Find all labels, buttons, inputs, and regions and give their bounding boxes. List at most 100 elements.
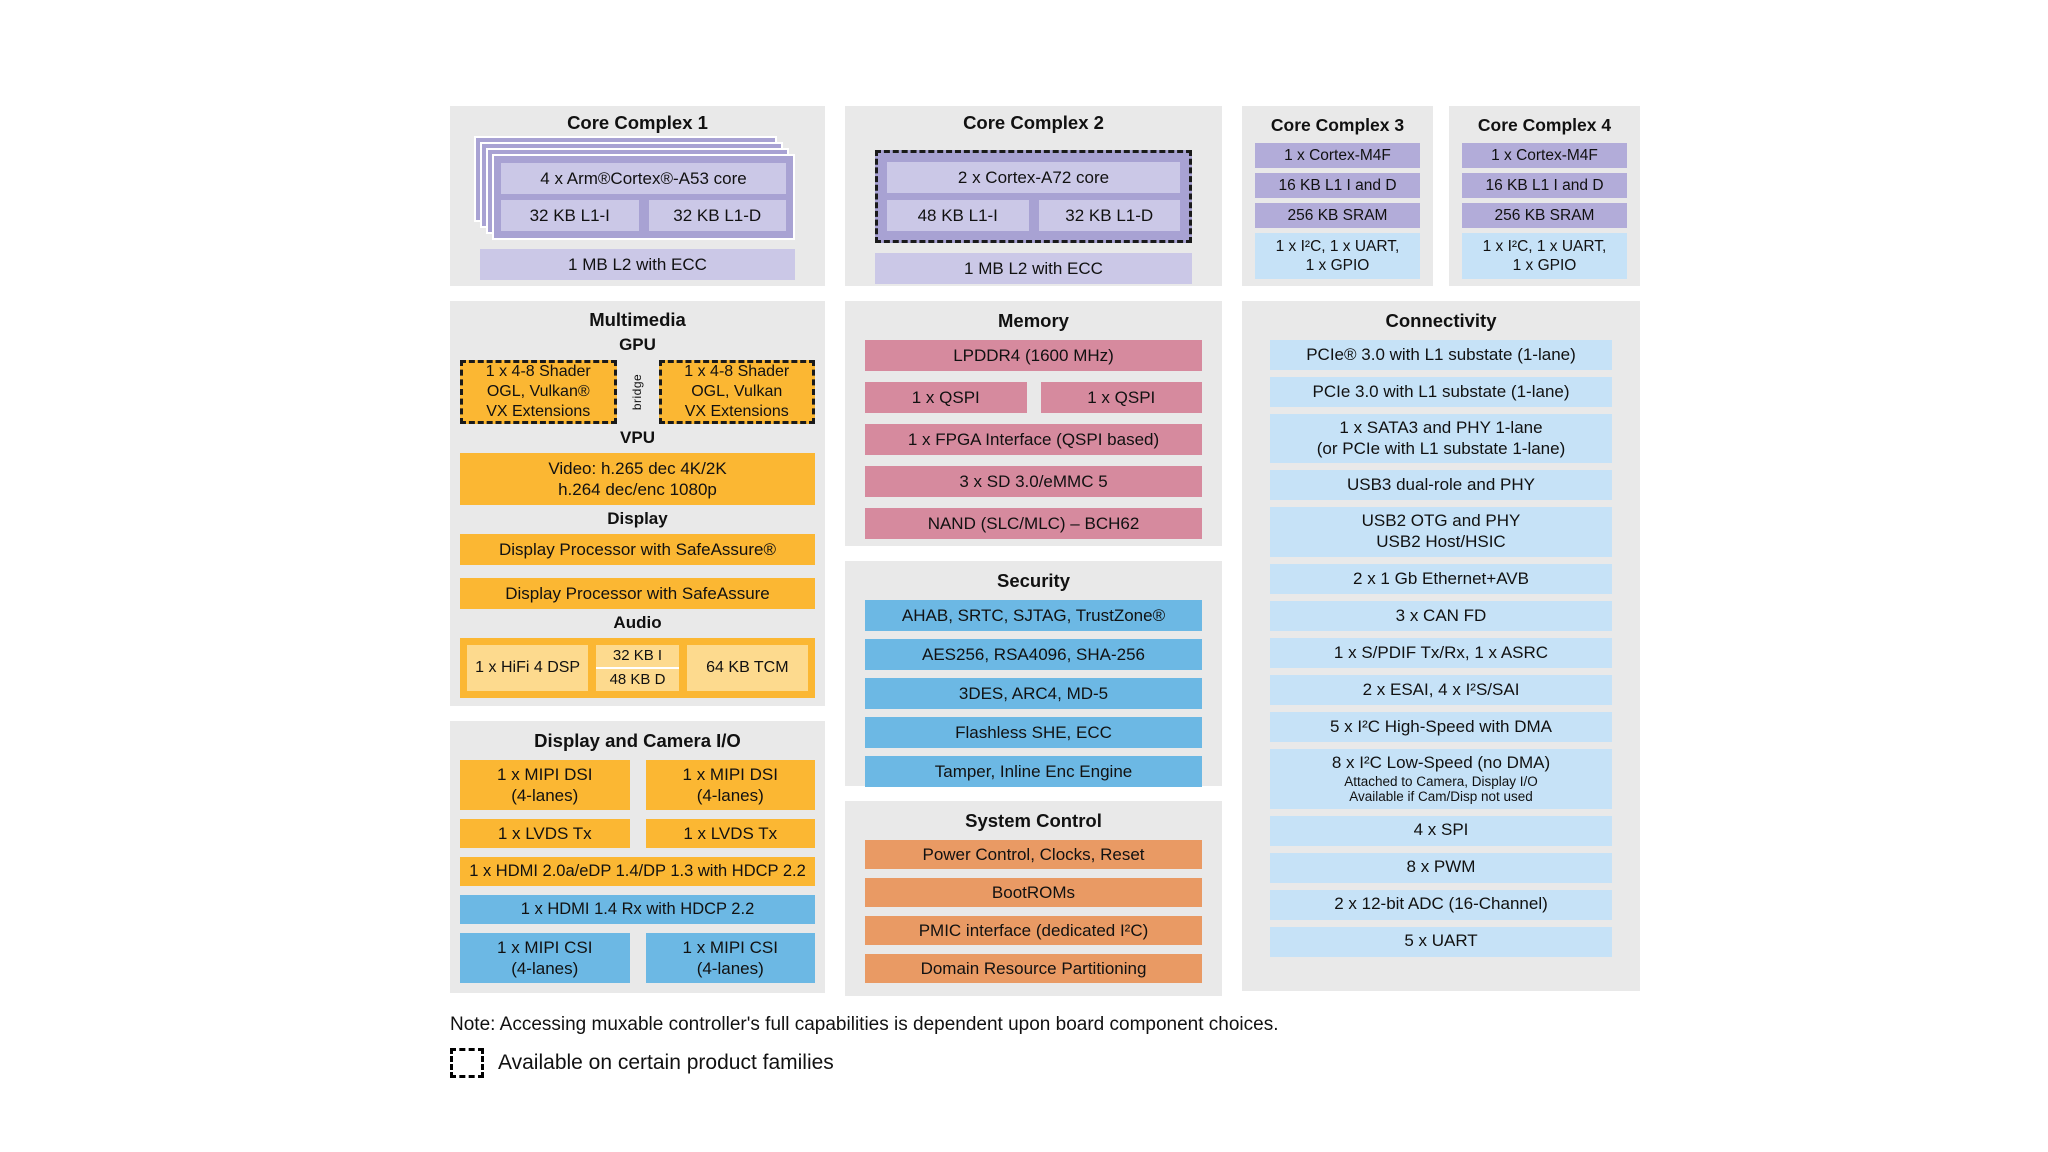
core-complex-1-l1d-block: 32 KB L1-D <box>648 200 786 231</box>
security-title: Security <box>996 570 1070 591</box>
mipi-csi-row: 1 x MIPI CSI (4-lanes) 1 x MIPI CSI (4-l… <box>460 933 815 983</box>
system-control-block-bootrom: BootROMs <box>865 878 1202 907</box>
qspi-row: 1 x QSPI 1 x QSPI <box>865 382 1202 413</box>
connectivity-block-spi: 4 x SPI <box>1270 815 1612 846</box>
system-control-block-power: Power Control, Clocks, Reset <box>865 840 1202 869</box>
column-right: Core Complex 3 1 x Cortex-M4F 16 KB L1 I… <box>1242 106 1640 991</box>
core-complex-1-l1i-block: 32 KB L1-I <box>501 200 639 231</box>
core-complex-1-core-box: 4 x Arm®Cortex®-A53 core 32 KB L1-I 32 K… <box>492 154 795 240</box>
security-block-tamper: Tamper, Inline Enc Engine <box>865 756 1202 787</box>
audio-cache-d: 48 KB D <box>596 667 679 691</box>
panel-security: Security AHAB, SRTC, SJTAG, TrustZone® A… <box>845 561 1222 787</box>
connectivity-sublabel: Attached to Camera, Display I/O Availabl… <box>1344 773 1538 805</box>
panel-core-complex-1: Core Complex 1 4 x Arm®Cortex®-A53 core … <box>450 106 825 286</box>
core-complex-3-core-block: 1 x Cortex-M4F <box>1255 143 1420 168</box>
connectivity-block-pwm: 8 x PWM <box>1270 852 1612 883</box>
connectivity-label: USB2 OTG and PHY USB2 Host/HSIC <box>1361 511 1521 552</box>
core-complex-4-core-block: 1 x Cortex-M4F <box>1462 143 1627 168</box>
audio-cache-i: 32 KB I <box>596 645 679 667</box>
connectivity-block-esai: 2 x ESAI, 4 x I²S/SAI <box>1270 674 1612 705</box>
memory-title: Memory <box>998 310 1069 331</box>
core-complex-4-sram-block: 256 KB SRAM <box>1462 203 1627 228</box>
footnote: Note: Accessing muxable controller's ful… <box>450 1014 1279 1035</box>
column-left: Core Complex 1 4 x Arm®Cortex®-A53 core … <box>450 106 825 993</box>
panel-system-control: System Control Power Control, Clocks, Re… <box>845 801 1222 996</box>
column-middle: Core Complex 2 2 x Cortex-A72 core 48 KB… <box>845 106 1222 996</box>
security-block-ahab: AHAB, SRTC, SJTAG, TrustZone® <box>865 600 1202 631</box>
core-complex-2-l2-block: 1 MB L2 with ECC <box>875 253 1192 284</box>
connectivity-label: 8 x PWM <box>1406 857 1476 877</box>
connectivity-label: 8 x I²C Low-Speed (no DMA) <box>1331 752 1551 772</box>
audio-tcm-block: 64 KB TCM <box>686 645 808 691</box>
connectivity-block-usb3: USB3 dual-role and PHY <box>1270 470 1612 501</box>
connectivity-label: PCIe 3.0 with L1 substate (1-lane) <box>1312 381 1570 401</box>
hdmi-rx-block: 1 x HDMI 1.4 Rx with HDCP 2.2 <box>460 895 815 924</box>
dashed-box-icon <box>450 1048 484 1078</box>
connectivity-block-i2c-hs: 5 x I²C High-Speed with DMA <box>1270 711 1612 742</box>
display-processor-block-1: Display Processor with SafeAssure® <box>460 534 815 565</box>
connectivity-label: 5 x UART <box>1404 931 1478 951</box>
hifi-dsp-block: 1 x HiFi 4 DSP <box>467 645 589 691</box>
core-complex-1-l2-block: 1 MB L2 with ECC <box>480 249 795 280</box>
legend-text: Available on certain product families <box>498 1051 834 1074</box>
core-complex-2-l1i-block: 48 KB L1-I <box>887 200 1029 231</box>
display-heading: Display <box>607 509 668 528</box>
connectivity-block-uart: 5 x UART <box>1270 926 1612 957</box>
mipi-dsi-row: 1 x MIPI DSI (4-lanes) 1 x MIPI DSI (4-l… <box>460 760 815 810</box>
gpu-bridge: bridge <box>617 360 659 424</box>
panel-display-camera-io: Display and Camera I/O 1 x MIPI DSI (4-l… <box>450 721 825 993</box>
connectivity-label: PCIe® 3.0 with L1 substate (1-lane) <box>1306 344 1576 364</box>
audio-heading: Audio <box>613 613 662 632</box>
panel-core-complex-3: Core Complex 3 1 x Cortex-M4F 16 KB L1 I… <box>1242 106 1433 286</box>
hdmi-tx-block: 1 x HDMI 2.0a/eDP 1.4/DP 1.3 with HDCP 2… <box>460 857 815 886</box>
panel-core-complex-4: Core Complex 4 1 x Cortex-M4F 16 KB L1 I… <box>1449 106 1640 286</box>
audio-cache-block: 32 KB I 48 KB D <box>596 645 679 691</box>
nand-block: NAND (SLC/MLC) – BCH62 <box>865 508 1202 539</box>
connectivity-label: 2 x 1 Gb Ethernet+AVB <box>1353 568 1529 588</box>
connectivity-block-i2c-ls: 8 x I²C Low-Speed (no DMA) Attached to C… <box>1270 748 1612 809</box>
lpddr4-block: LPDDR4 (1600 MHz) <box>865 340 1202 371</box>
sd-emmc-block: 3 x SD 3.0/eMMC 5 <box>865 466 1202 497</box>
connectivity-block-spdif: 1 x S/PDIF Tx/Rx, 1 x ASRC <box>1270 637 1612 668</box>
core-complex-4-l1-block: 16 KB L1 I and D <box>1462 173 1627 198</box>
mipi-csi-block-1: 1 x MIPI CSI (4-lanes) <box>460 933 630 983</box>
connectivity-block-sata3: 1 x SATA3 and PHY 1-lane (or PCIe with L… <box>1270 414 1612 464</box>
connectivity-block-adc: 2 x 12-bit ADC (16-Channel) <box>1270 889 1612 920</box>
connectivity-block-canfd: 3 x CAN FD <box>1270 600 1612 631</box>
connectivity-label: 4 x SPI <box>1413 820 1469 840</box>
mipi-dsi-block-2: 1 x MIPI DSI (4-lanes) <box>645 760 815 810</box>
core-complex-3-io-block: 1 x I²C, 1 x UART, 1 x GPIO <box>1255 233 1420 279</box>
lvds-block-2: 1 x LVDS Tx <box>645 819 815 848</box>
core-complex-3-sram-block: 256 KB SRAM <box>1255 203 1420 228</box>
core-complex-2-title: Core Complex 2 <box>963 112 1104 133</box>
core-complex-34-row: Core Complex 3 1 x Cortex-M4F 16 KB L1 I… <box>1242 106 1640 286</box>
core-complex-1-title: Core Complex 1 <box>567 112 708 133</box>
qspi-block-1: 1 x QSPI <box>865 382 1027 413</box>
panel-memory: Memory LPDDR4 (1600 MHz) 1 x QSPI 1 x QS… <box>845 301 1222 546</box>
connectivity-block-pcie-1: PCIe® 3.0 with L1 substate (1-lane) <box>1270 340 1612 370</box>
system-control-block-domain: Domain Resource Partitioning <box>865 954 1202 983</box>
security-block-3des: 3DES, ARC4, MD-5 <box>865 678 1202 709</box>
connectivity-label: 2 x ESAI, 4 x I²S/SAI <box>1362 679 1520 699</box>
connectivity-label: USB3 dual-role and PHY <box>1346 475 1536 495</box>
system-control-block-pmic: PMIC interface (dedicated I²C) <box>865 916 1202 945</box>
audio-cluster: 1 x HiFi 4 DSP 32 KB I 48 KB D 64 KB TCM <box>460 638 815 698</box>
security-block-she: Flashless SHE, ECC <box>865 717 1202 748</box>
gpu-shader-block-left: 1 x 4-8 Shader OGL, Vulkan® VX Extension… <box>460 360 617 424</box>
gpu-row: 1 x 4-8 Shader OGL, Vulkan® VX Extension… <box>460 360 815 424</box>
connectivity-label: 1 x S/PDIF Tx/Rx, 1 x ASRC <box>1333 642 1549 662</box>
core-complex-4-io-block: 1 x I²C, 1 x UART, 1 x GPIO <box>1462 233 1627 279</box>
core-complex-2-l1d-block: 32 KB L1-D <box>1038 200 1180 231</box>
lvds-row: 1 x LVDS Tx 1 x LVDS Tx <box>460 819 815 848</box>
core-complex-1-l1-row: 32 KB L1-I 32 KB L1-D <box>501 200 786 231</box>
panel-multimedia: Multimedia GPU 1 x 4-8 Shader OGL, Vulka… <box>450 301 825 706</box>
connectivity-title: Connectivity <box>1385 310 1497 331</box>
core-complex-4-title: Core Complex 4 <box>1477 115 1612 135</box>
core-complex-1-core-stack: 4 x Arm®Cortex®-A53 core 32 KB L1-I 32 K… <box>474 136 795 240</box>
vpu-block: Video: h.265 dec 4K/2K h.264 dec/enc 108… <box>460 453 815 505</box>
lvds-block-1: 1 x LVDS Tx <box>460 819 630 848</box>
multimedia-title: Multimedia <box>589 309 686 330</box>
vpu-heading: VPU <box>620 428 655 447</box>
soc-block-diagram-page: Core Complex 1 4 x Arm®Cortex®-A53 core … <box>450 0 1640 1078</box>
connectivity-block-pcie-2: PCIe 3.0 with L1 substate (1-lane) <box>1270 377 1612 407</box>
